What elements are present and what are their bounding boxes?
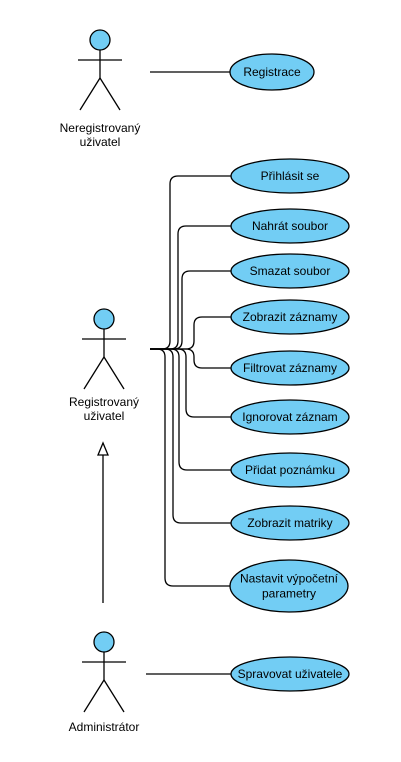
use-case-label: Spravovat uživatele	[238, 667, 343, 681]
use-case-label: Registrace	[243, 65, 301, 79]
actor-label: uživatel	[84, 409, 125, 423]
use-case-spravovat[interactable]: Spravovat uživatele	[230, 656, 350, 692]
actor-left-leg	[83, 679, 105, 713]
actor-left-leg	[83, 356, 105, 390]
use-case-registrace[interactable]: Registrace	[229, 53, 315, 91]
actor-head	[89, 29, 111, 51]
actor-head	[93, 308, 115, 330]
use-case-ellipse[interactable]	[230, 158, 350, 194]
use-case-ellipse[interactable]	[229, 559, 349, 613]
use-case-label: Zobrazit záznamy	[243, 310, 338, 324]
use-case-label: parametry	[262, 587, 316, 601]
use-case-prihlasit[interactable]: Přihlásit se	[230, 158, 350, 194]
use-case-label: Nahrát soubor	[252, 219, 328, 233]
use-case-ellipse[interactable]	[230, 505, 350, 541]
use-case-ellipse[interactable]	[230, 208, 350, 244]
association-registered-prihlasit	[150, 175, 231, 350]
use-case-ellipse[interactable]	[230, 399, 350, 435]
actor-head	[93, 631, 115, 653]
use-case-matriky[interactable]: Zobrazit matriky	[230, 505, 350, 541]
association-registered-smazat	[150, 270, 231, 350]
use-case-nahrat[interactable]: Nahrát soubor	[230, 208, 350, 244]
use-case-label: Přidat poznámku	[245, 463, 335, 477]
association-registered-ignorovat	[150, 348, 231, 418]
actors: NeregistrovanýuživatelRegistrovanýuživat…	[60, 29, 141, 734]
use-case-ellipse[interactable]	[229, 53, 315, 91]
use-case-ellipse[interactable]	[230, 656, 350, 692]
associations	[97, 71, 231, 675]
actor-right-leg	[103, 679, 125, 713]
use-case-smazat[interactable]: Smazat soubor	[230, 253, 350, 289]
actor-label: Registrovaný	[69, 395, 139, 409]
association-registered-zobrazit-zaznamy	[150, 316, 231, 350]
actor-admin: Administrátor	[69, 631, 140, 734]
use-case-ellipse[interactable]	[230, 350, 350, 386]
actor-label: uživatel	[80, 135, 121, 149]
actor-right-leg	[99, 77, 121, 111]
use-case-label: Přihlásit se	[261, 169, 320, 183]
association-registered-nastavit	[150, 348, 230, 587]
association-registered-pridat	[150, 348, 231, 471]
use-case-filtrovat[interactable]: Filtrovat záznamy	[230, 350, 350, 386]
association-registered-filtrovat	[150, 348, 231, 369]
actor-right-leg	[103, 356, 125, 390]
use-case-ellipse[interactable]	[230, 452, 350, 488]
association-registered-matriky	[150, 348, 231, 524]
use-case-label: Zobrazit matriky	[247, 516, 332, 530]
actor-label: Administrátor	[69, 720, 140, 734]
use-case-pridat[interactable]: Přidat poznámku	[230, 452, 350, 488]
actor-label: Neregistrovaný	[60, 121, 141, 135]
association-registered-nahrat	[150, 225, 231, 350]
actor-left-leg	[79, 77, 101, 111]
use-case-label: Nastavit výpočetní	[240, 572, 339, 586]
generalization-arrowhead	[97, 441, 109, 456]
use-case-zobrazit-zaznamy[interactable]: Zobrazit záznamy	[230, 299, 350, 335]
use-case-label: Filtrovat záznamy	[243, 361, 337, 375]
generalization-admin-registered	[97, 441, 109, 603]
use-case-label: Smazat soubor	[250, 264, 331, 278]
use-case-label: Ignorovat záznam	[242, 410, 337, 424]
use-case-ellipse[interactable]	[230, 299, 350, 335]
use-case-ignorovat[interactable]: Ignorovat záznam	[230, 399, 350, 435]
use-case-ellipse[interactable]	[230, 253, 350, 289]
